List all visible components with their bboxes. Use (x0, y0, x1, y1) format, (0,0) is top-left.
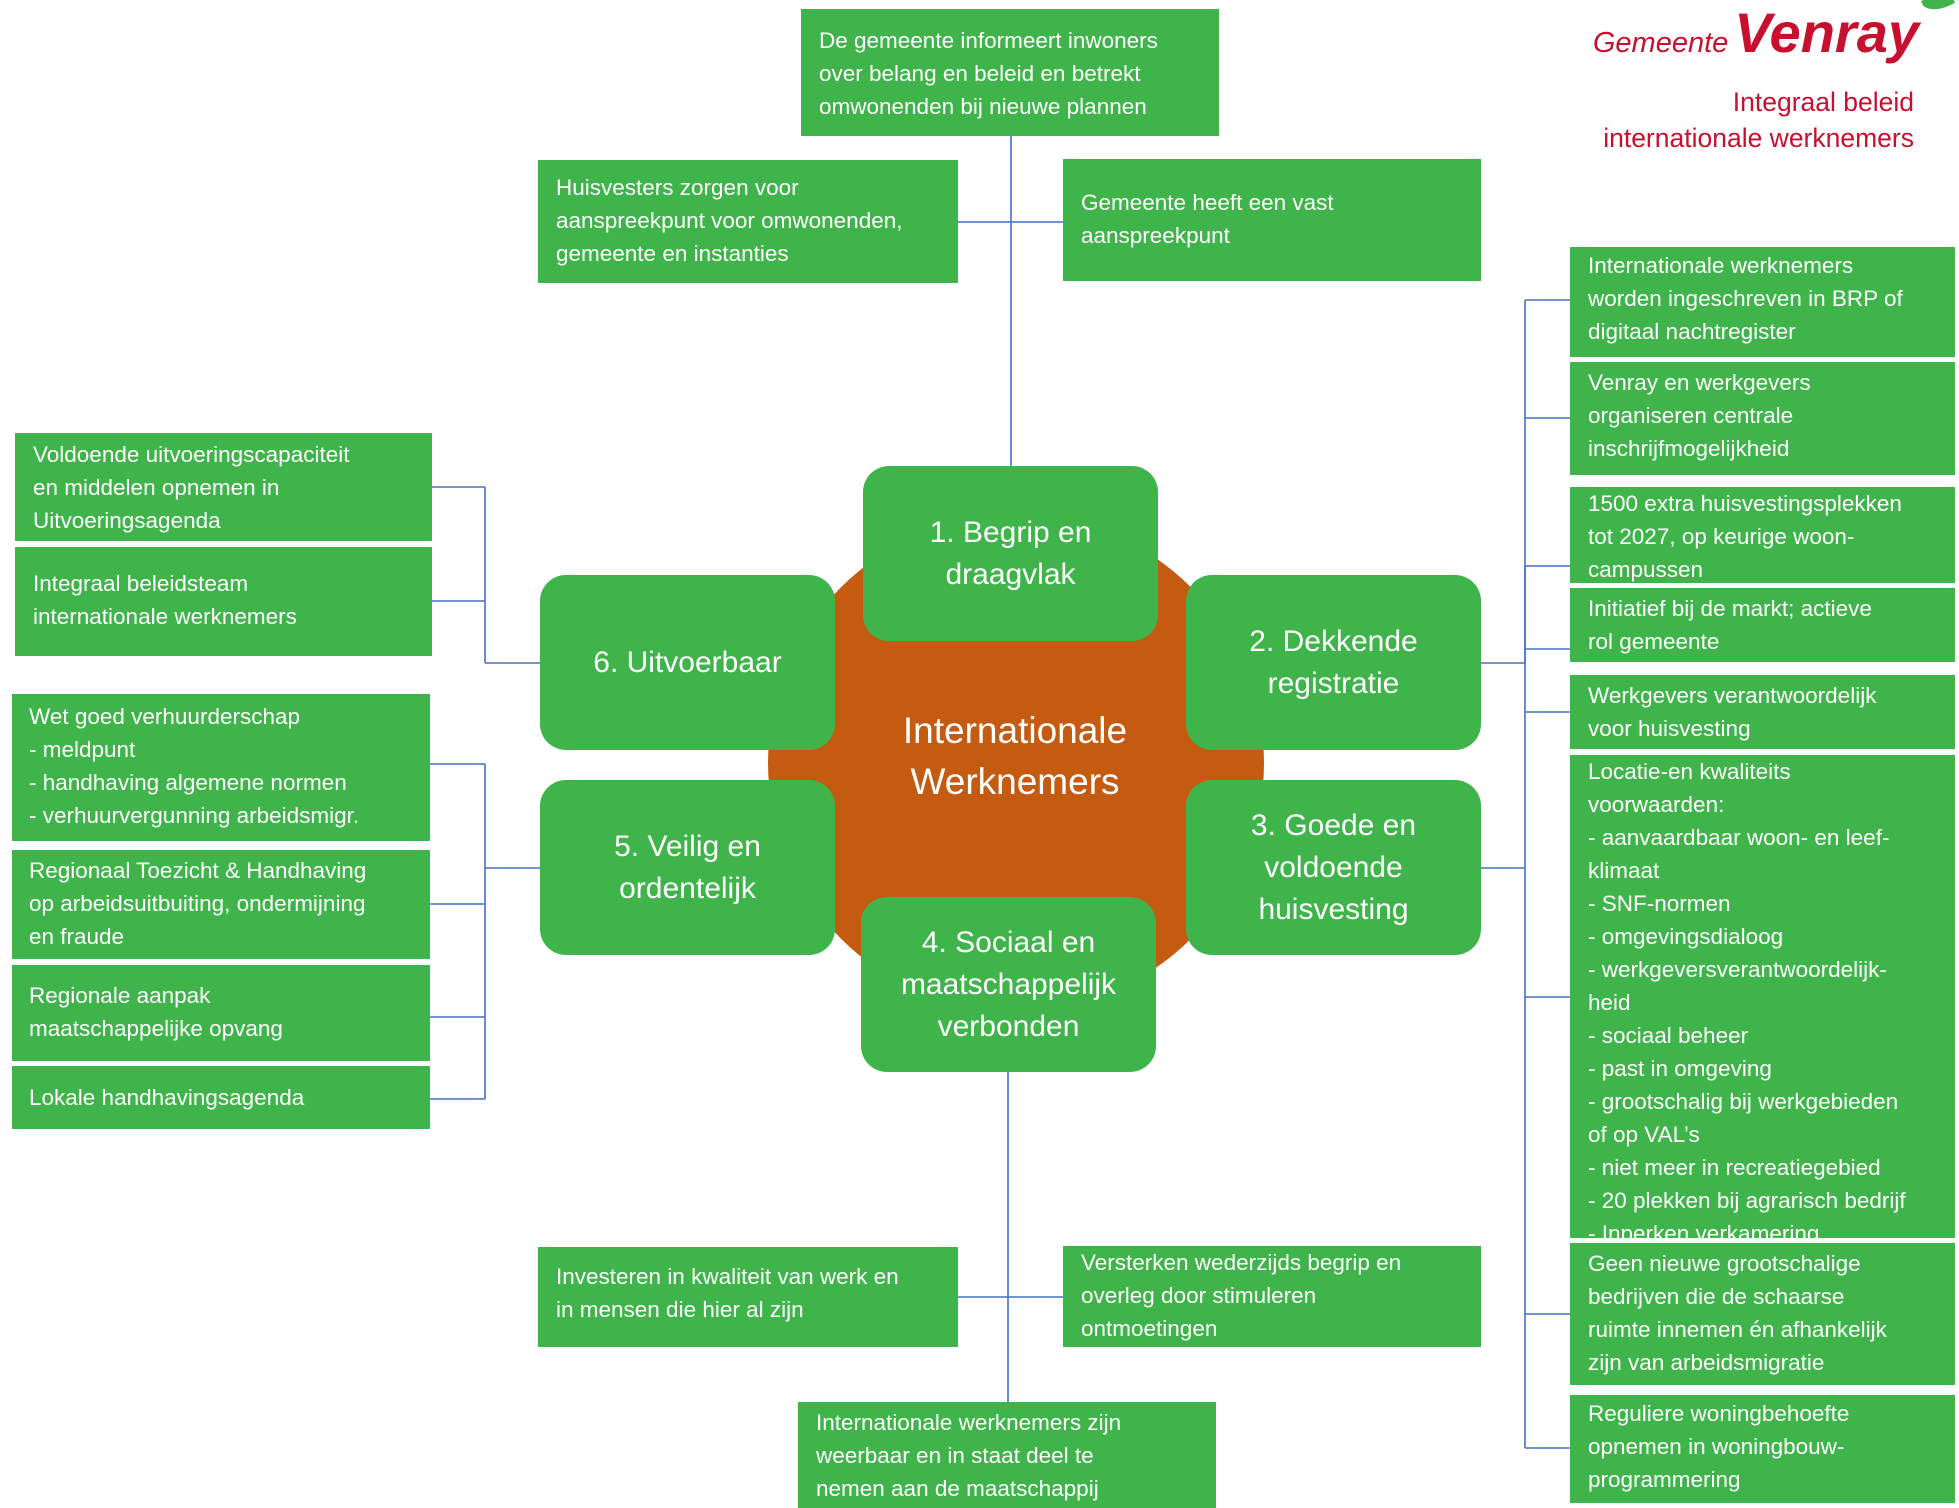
item-sociaal-weerbaar: Internationale werknemers zijn weerbaar … (798, 1402, 1216, 1508)
category-uitvoerbaar: 6. Uitvoerbaar (540, 575, 835, 750)
item-huisvesting-voorwaarden: Locatie-en kwaliteits voorwaarden: - aan… (1570, 755, 1955, 1238)
center-label: Internationale Werknemers (902, 710, 1128, 802)
item-registratie-inschrijving: Venray en werkgevers organiseren central… (1570, 362, 1955, 475)
category-goede-en-voldoende-huisvesting: 3. Goede en voldoende huisvesting (1186, 780, 1481, 955)
item-huisvesting-1500-plekken: 1500 extra huisvestingsplekken tot 2027,… (1570, 487, 1955, 583)
item-registratie-brp: Internationale werknemers worden ingesch… (1570, 247, 1955, 357)
connector-uitvoerbaar (432, 486, 540, 664)
item-veilig-handhavingsagenda: Lokale handhavingsagenda (12, 1066, 430, 1129)
item-huisvesting-initiatief-markt: Initiatief bij de markt; actieve rol gem… (1570, 588, 1955, 662)
item-uitvoerbaar-beleidsteam: Integraal beleidsteam internationale wer… (15, 547, 432, 656)
category-begrip-en-draagvlak: 1. Begrip en draagvlak (863, 466, 1158, 641)
document-subtitle: Integraal beleid internationale werkneme… (1603, 87, 1914, 153)
item-begrip-huisvesters: Huisvesters zorgen voor aanspreekpunt vo… (538, 160, 958, 283)
connector-registratie (1481, 299, 1570, 664)
item-huisvesting-woningbehoefte: Reguliere woningbehoefte opnemen in woni… (1570, 1395, 1955, 1503)
item-begrip-informeren: De gemeente informeert inwoners over bel… (801, 9, 1219, 136)
item-huisvesting-geen-grootschalige-bedrijven: Geen nieuwe grootschalige bedrijven die … (1570, 1243, 1955, 1385)
item-begrip-aanspreekpunt: Gemeente heeft een vast aanspreekpunt (1063, 159, 1481, 281)
item-huisvesting-werkgevers: Werkgevers verantwoordelijk voor huisves… (1570, 675, 1955, 749)
item-sociaal-wederzijds-begrip: Versterken wederzijds begrip en overleg … (1063, 1246, 1481, 1347)
connector-begrip (957, 135, 1063, 470)
connector-veilig (430, 763, 540, 1100)
category-veilig-en-ordentelijk: 5. Veilig en ordentelijk (540, 780, 835, 955)
item-sociaal-investeren: Investeren in kwaliteit van werk en in m… (538, 1247, 958, 1347)
logo-gemeente-text: Gemeente (1592, 27, 1729, 59)
item-veilig-regionaal-toezicht: Regionaal Toezicht & Handhaving op arbei… (12, 850, 430, 959)
item-uitvoerbaar-capaciteit: Voldoende uitvoeringscapaciteit en midde… (15, 433, 432, 541)
connector-sociaal (957, 1070, 1063, 1405)
item-veilig-maatschappelijke-opvang: Regionale aanpak maatschappelijke opvang (12, 965, 430, 1061)
category-dekkende-registratie: 2. Dekkende registratie (1186, 575, 1481, 750)
logo-venray-text: Venray (1734, 1, 1919, 64)
category-sociaal-en-maatschappelijk-verbonden: 4. Sociaal en maatschappelijk verbonden (861, 897, 1156, 1072)
item-veilig-verhuurderschap: Wet goed verhuurderschap - meldpunt - ha… (12, 694, 430, 841)
connector-huisvesting (1481, 565, 1570, 1449)
